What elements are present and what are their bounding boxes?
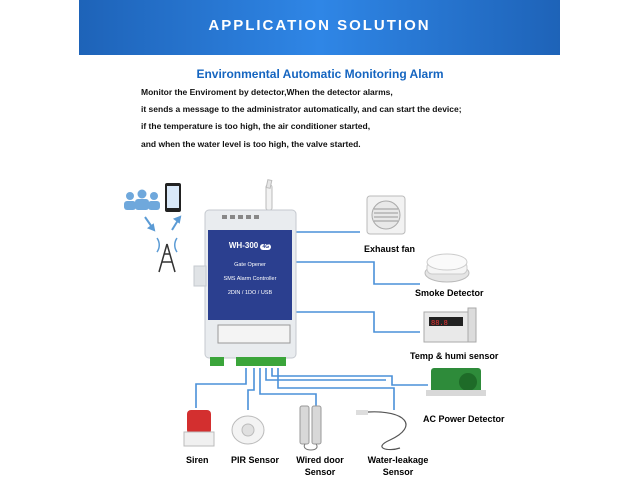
description-line-4: and when the water level is too high, th… <box>141 139 361 149</box>
exhaust-fan-icon <box>366 195 406 235</box>
signal-arrows-icon <box>144 215 182 232</box>
description-line-2: it sends a message to the administrator … <box>141 104 462 114</box>
pir-sensor-icon <box>231 415 265 445</box>
device-model-name: WH-300 <box>228 241 259 250</box>
label-pir-sensor: PIR Sensor <box>231 455 280 465</box>
header-banner: APPLICATION SOLUTION <box>79 0 560 55</box>
label-water-leak-1: Water-leakage <box>367 455 429 465</box>
connection-wires <box>195 231 428 410</box>
label-ac-power-detector: AC Power Detector <box>423 414 505 424</box>
wired-door-sensor-icon <box>299 405 322 451</box>
device-line-1: Gate Opener <box>234 262 266 268</box>
users-icon <box>124 189 160 210</box>
label-exhaust-fan: Exhaust fan <box>364 244 416 254</box>
device-line-3: 2DIN / 1DO / USB <box>227 290 273 296</box>
water-leak-sensor-icon <box>356 410 407 451</box>
ac-power-detector-icon <box>426 368 486 396</box>
banner-title: APPLICATION SOLUTION <box>208 17 431 34</box>
device-badge: 4G <box>260 244 272 250</box>
cell-tower-icon <box>156 237 178 273</box>
antenna-icon <box>265 179 273 211</box>
smoke-detector-icon <box>424 253 470 283</box>
temp-humidity-sensor-icon: 88.8 <box>423 307 477 343</box>
description-line-3: if the temperature is too high, the air … <box>141 121 371 131</box>
label-temp-humi-sensor: Temp & humi sensor <box>410 351 499 361</box>
description-line-1: Monitor the Enviroment by detector,When … <box>141 87 393 97</box>
label-siren: Siren <box>186 455 209 465</box>
smartphone-icon <box>165 183 181 212</box>
svg-text:88.8: 88.8 <box>431 320 448 328</box>
label-water-leak-2: Sensor <box>382 467 414 477</box>
label-wired-door-1: Wired door <box>296 455 344 465</box>
controller-device <box>193 209 297 366</box>
siren-icon <box>183 410 215 447</box>
device-model: WH-300 4G <box>210 241 290 250</box>
section-heading: Environmental Automatic Monitoring Alarm <box>196 67 444 81</box>
label-smoke-detector: Smoke Detector <box>415 288 484 298</box>
label-wired-door-2: Sensor <box>304 467 336 477</box>
device-line-2: SMS Alarm Controller <box>223 276 277 282</box>
